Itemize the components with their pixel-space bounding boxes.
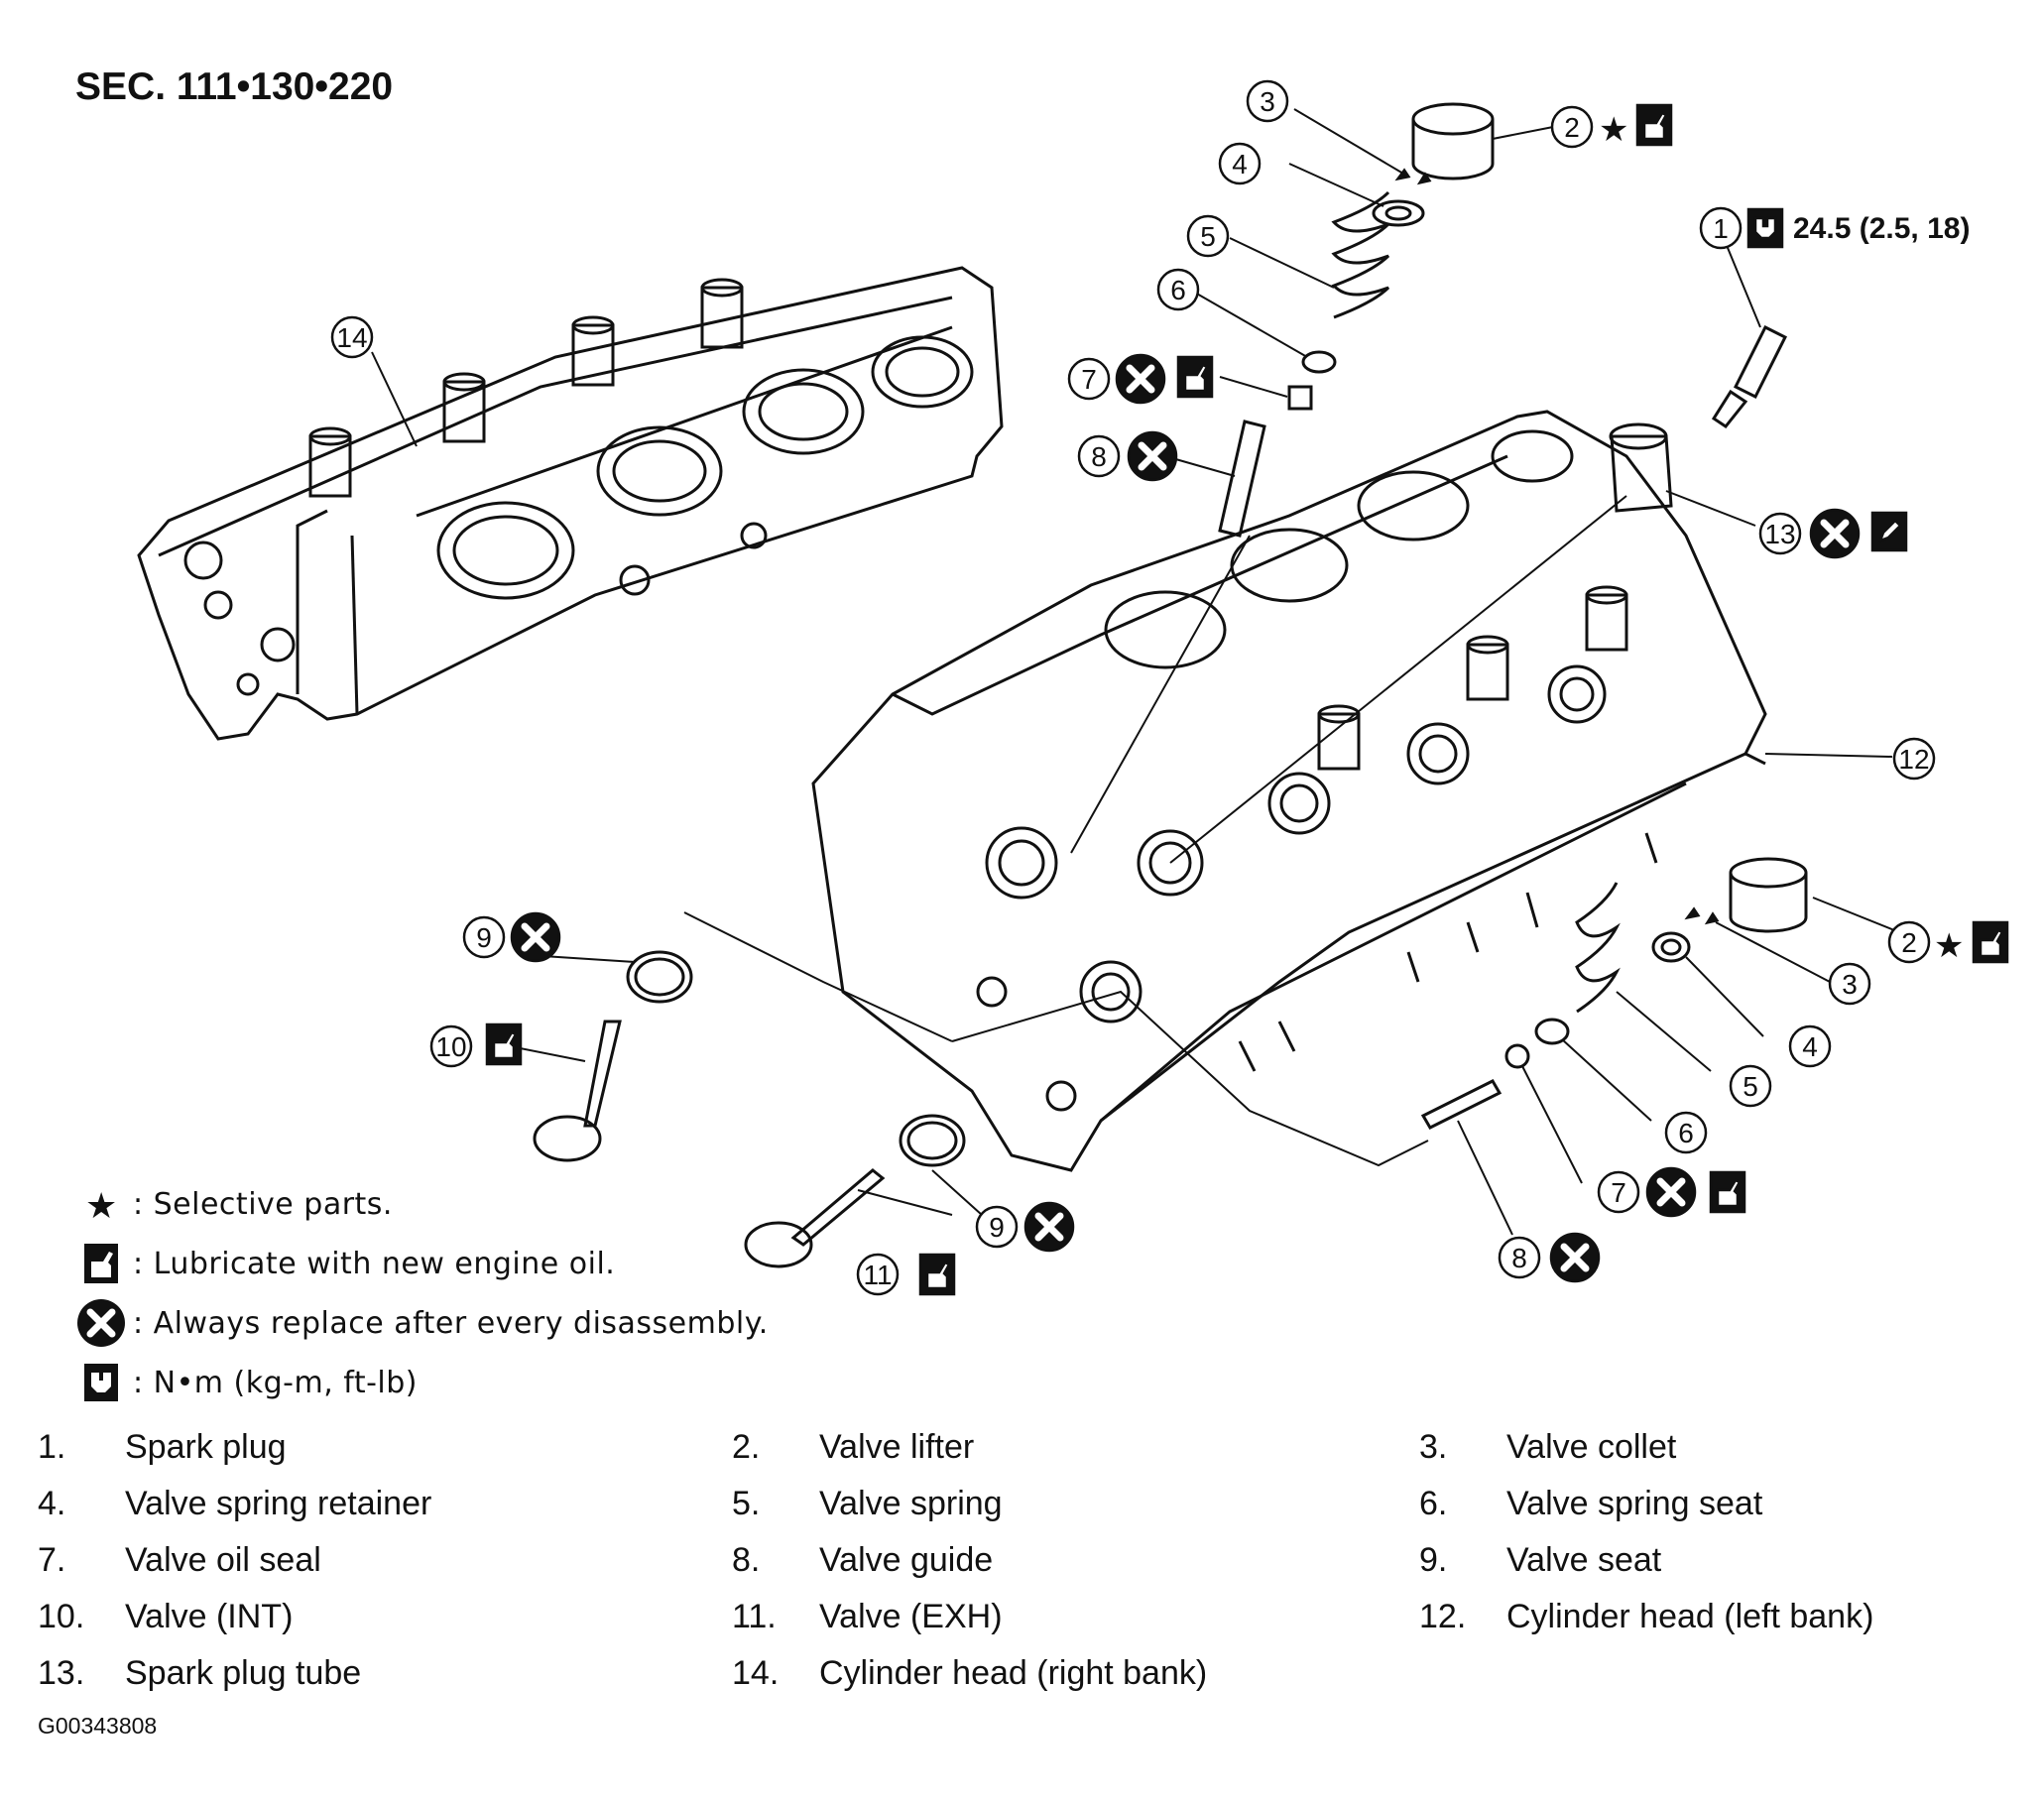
callout-4-top: 4 — [1218, 142, 1262, 185]
replace-x-icon — [77, 1299, 125, 1347]
oil-can-icon — [1972, 920, 2009, 964]
svg-text:7: 7 — [1611, 1177, 1626, 1208]
svg-text:9: 9 — [476, 922, 492, 953]
legend-text: : N•m (kg-m, ft-lb) — [133, 1365, 418, 1400]
svg-text:9: 9 — [989, 1212, 1005, 1243]
callout-3-top: 3 — [1246, 79, 1289, 123]
oil-can-icon — [84, 1244, 118, 1283]
replace-x-icon — [1025, 1203, 1073, 1251]
svg-text:★: ★ — [85, 1186, 118, 1227]
callout-8-right: 8 — [1498, 1236, 1541, 1279]
svg-text:3: 3 — [1842, 969, 1858, 1000]
callout-12: 12 — [1892, 737, 1936, 781]
legend-row-torque: : N•m (kg-m, ft-lb) — [77, 1359, 418, 1406]
svg-text:2: 2 — [1901, 927, 1917, 958]
legend-row-replace: : Always replace after every disassembly… — [77, 1299, 769, 1347]
svg-text:13: 13 — [1764, 519, 1795, 549]
callout-10: 10 — [429, 1024, 473, 1068]
legend-text: : Always replace after every disassembly… — [133, 1305, 769, 1341]
svg-text:5: 5 — [1200, 221, 1216, 252]
callout-9-left: 9 — [462, 915, 506, 959]
cylinder-head-left-bank — [811, 410, 1767, 1172]
legend-row-selective: ★ : Selective parts. — [77, 1180, 393, 1228]
callout-8-top: 8 — [1077, 434, 1121, 478]
callout-1: 1 — [1699, 206, 1743, 250]
callout-6-right: 6 — [1664, 1111, 1708, 1154]
torque-spec: 24.5 (2.5, 18) — [1793, 212, 1970, 245]
svg-text:7: 7 — [1081, 364, 1097, 395]
sealant-icon — [1870, 511, 1908, 552]
oil-can-icon — [1176, 355, 1214, 399]
callout-5-top: 5 — [1186, 214, 1230, 258]
svg-text:5: 5 — [1743, 1071, 1758, 1102]
svg-text:12: 12 — [1898, 744, 1929, 775]
star-icon: ★ — [85, 1186, 118, 1227]
torque-wrench-icon — [1746, 207, 1784, 249]
svg-text:4: 4 — [1802, 1031, 1818, 1062]
svg-text:2: 2 — [1564, 112, 1580, 143]
svg-text:6: 6 — [1678, 1118, 1694, 1148]
star-icon: ★ — [1599, 111, 1628, 149]
svg-text:11: 11 — [863, 1260, 892, 1290]
callout-3-right: 3 — [1828, 962, 1871, 1006]
section-code: SEC. 111•130•220 — [75, 65, 394, 108]
callout-13: 13 — [1758, 512, 1802, 555]
callout-2-right: 2 — [1887, 920, 1931, 964]
oil-can-icon — [485, 1023, 523, 1066]
callout-14: 14 — [330, 315, 374, 359]
callout-2-top: 2 — [1550, 105, 1594, 149]
callouts: 3 4 5 6 7 8 2 ★ 1 24.5 (2.5, 18) 13 14 1… — [330, 79, 2009, 1296]
svg-text:8: 8 — [1511, 1243, 1527, 1273]
leader-lines — [371, 108, 1930, 1236]
replace-x-icon — [1647, 1168, 1695, 1216]
svg-text:8: 8 — [1091, 441, 1107, 472]
legend-text: : Selective parts. — [133, 1186, 393, 1222]
exploded-parts — [533, 102, 1808, 1268]
svg-text:3: 3 — [1260, 86, 1275, 117]
callout-7-top: 7 — [1067, 357, 1111, 401]
figure-code: G00343808 — [38, 1713, 158, 1739]
replace-x-icon — [1129, 432, 1176, 480]
torque-wrench-icon — [84, 1364, 118, 1401]
legend-row-lubricate: : Lubricate with new engine oil. — [77, 1240, 615, 1287]
callout-7-right: 7 — [1597, 1170, 1640, 1214]
oil-can-icon — [1709, 1170, 1746, 1214]
star-icon: ★ — [1934, 927, 1964, 965]
svg-text:14: 14 — [336, 322, 367, 353]
replace-x-icon — [1551, 1234, 1599, 1281]
oil-can-icon — [918, 1253, 956, 1296]
replace-x-icon — [1117, 355, 1164, 403]
callout-9-bottom: 9 — [975, 1205, 1019, 1249]
cylinder-head-right-bank — [137, 266, 1004, 741]
replace-x-icon — [1811, 510, 1859, 557]
legend-text: : Lubricate with new engine oil. — [133, 1246, 616, 1281]
callout-4-right: 4 — [1788, 1024, 1832, 1068]
callout-11: 11 — [856, 1253, 900, 1296]
oil-can-icon — [1635, 103, 1673, 147]
svg-text:6: 6 — [1170, 275, 1186, 305]
svg-text:10: 10 — [435, 1031, 466, 1062]
svg-text:1: 1 — [1713, 213, 1729, 244]
svg-text:4: 4 — [1232, 149, 1248, 180]
callout-6-top: 6 — [1156, 268, 1200, 311]
replace-x-icon — [512, 913, 559, 961]
callout-5-right: 5 — [1729, 1064, 1772, 1108]
